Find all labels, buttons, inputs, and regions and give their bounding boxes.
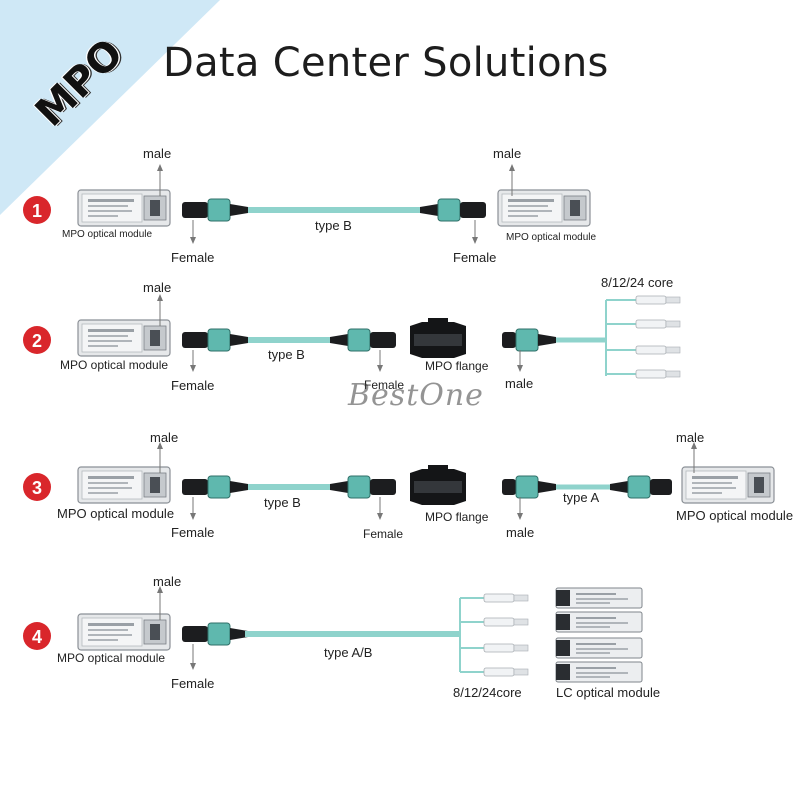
label-male: male xyxy=(143,280,172,295)
step-2 xyxy=(23,294,681,379)
label-female: Female xyxy=(171,378,215,393)
step-2-number: 2 xyxy=(32,331,42,351)
label-lc-module: LC optical module xyxy=(556,685,661,700)
label-male: male xyxy=(143,146,172,161)
step-badge xyxy=(23,622,51,650)
label-female: Female xyxy=(363,527,404,541)
label-male: male xyxy=(150,430,179,445)
label-cable-type: type B xyxy=(315,218,352,233)
label-core: 8/12/24 core xyxy=(601,275,674,290)
label-module: MPO optical module xyxy=(57,651,166,665)
label-female: Female xyxy=(364,378,405,392)
label-module: MPO optical module xyxy=(60,358,169,372)
label-cable-type: type A xyxy=(563,490,600,505)
label-male: male xyxy=(153,574,182,589)
label-module: MPO optical module xyxy=(62,229,153,240)
label-flange: MPO flange xyxy=(425,359,489,373)
label-male: male xyxy=(506,525,535,540)
label-module: MPO optical module xyxy=(57,506,175,521)
label-module: MPO optical module xyxy=(506,232,597,243)
label-female: Female xyxy=(171,676,215,691)
step-4-number: 4 xyxy=(32,627,42,647)
label-core: 8/12/24core xyxy=(453,685,522,700)
step-3-number: 3 xyxy=(32,478,42,498)
label-male: male xyxy=(505,376,534,391)
page-title: Data Center Solutions xyxy=(163,40,609,86)
label-flange: MPO flange xyxy=(425,510,489,524)
label-male: male xyxy=(676,430,705,445)
step-1-number: 1 xyxy=(32,201,42,221)
label-female: Female xyxy=(453,250,497,265)
label-female: Female xyxy=(171,525,215,540)
step-4 xyxy=(23,586,643,683)
step-3 xyxy=(23,442,775,520)
label-cable-type: type B xyxy=(268,347,305,362)
watermark: BestOne xyxy=(348,378,484,413)
step-badge xyxy=(23,326,51,354)
label-module: MPO optical module xyxy=(676,508,794,523)
step-badge xyxy=(23,473,51,501)
label-cable-type: type A/B xyxy=(324,645,373,660)
label-male: male xyxy=(493,146,522,161)
step-badge xyxy=(23,196,51,224)
label-female: Female xyxy=(171,250,215,265)
step-1 xyxy=(23,164,591,244)
label-cable-type: type B xyxy=(264,495,301,510)
